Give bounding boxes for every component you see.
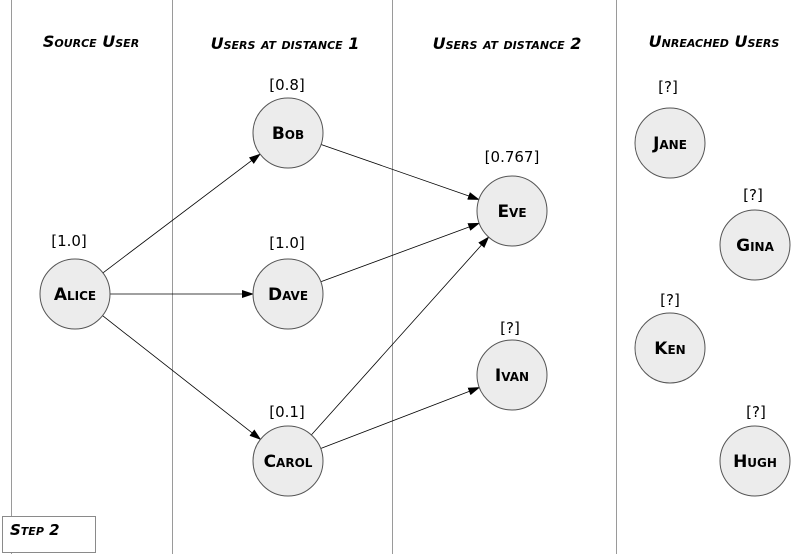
node-circle <box>252 425 324 497</box>
node-eve: Eve [0.767] <box>476 148 548 247</box>
node-score: [1.0] <box>269 234 305 252</box>
node-alice: Alice [1.0] <box>39 232 111 330</box>
node-score: [?] <box>500 319 520 337</box>
node-jane: Jane [?] <box>634 78 706 179</box>
step-box: Step 2 <box>2 516 96 553</box>
node-label: Eve <box>497 202 526 222</box>
node-dave: Dave [1.0] <box>252 234 324 330</box>
column-heading-distance-1: Users at distance 1 <box>211 34 360 53</box>
node-score: [?] <box>746 403 766 421</box>
node-circle <box>634 312 706 384</box>
node-hugh: Hugh [?] <box>719 403 791 497</box>
node-gina: Gina [?] <box>719 186 791 281</box>
edge-dave-to-eve <box>320 222 481 283</box>
node-label: Carol <box>264 452 313 472</box>
node-score: [?] <box>660 291 680 309</box>
node-score: [?] <box>658 78 678 96</box>
node-score: [1.0] <box>51 232 87 250</box>
node-circle <box>252 258 324 330</box>
node-bob: Bob [0.8] <box>252 76 324 169</box>
node-circle <box>634 107 706 179</box>
node-label: Bob <box>272 124 304 144</box>
node-label: Ken <box>654 339 685 359</box>
node-circle <box>252 97 324 169</box>
node-score: [?] <box>743 186 763 204</box>
edge-carol-to-eve <box>311 236 490 436</box>
node-carol: Carol [0.1] <box>252 403 324 497</box>
node-label: Hugh <box>733 452 777 472</box>
node-label: Gina <box>736 236 774 256</box>
node-score: [0.8] <box>269 76 305 94</box>
node-circle <box>719 209 791 281</box>
node-label: Dave <box>268 285 308 305</box>
step-label: Step 2 <box>10 521 60 539</box>
node-circle <box>476 175 548 247</box>
node-score: [0.767] <box>485 148 540 166</box>
node-label: Jane <box>652 134 687 154</box>
node-label: Ivan <box>495 366 529 386</box>
node-ken: Ken [?] <box>634 291 706 384</box>
column-heading-distance-2: Users at distance 2 <box>433 34 582 53</box>
edge-alice-to-bob <box>102 153 261 274</box>
step-box-frame <box>2 516 96 553</box>
node-circle <box>39 258 111 330</box>
edge-alice-to-carol <box>102 315 262 441</box>
column-heading-unreached: Unreached Users <box>649 32 780 51</box>
column-heading-source: Source User <box>43 32 139 51</box>
edge-bob-to-eve <box>320 144 480 200</box>
node-score: [0.1] <box>269 403 305 421</box>
node-circle <box>476 339 548 411</box>
node-circle <box>719 425 791 497</box>
edge-carol-to-ivan <box>320 387 481 449</box>
node-ivan: Ivan [?] <box>476 319 548 411</box>
column-dividers <box>11 0 617 554</box>
node-label: Alice <box>54 285 96 305</box>
edges <box>102 144 490 449</box>
